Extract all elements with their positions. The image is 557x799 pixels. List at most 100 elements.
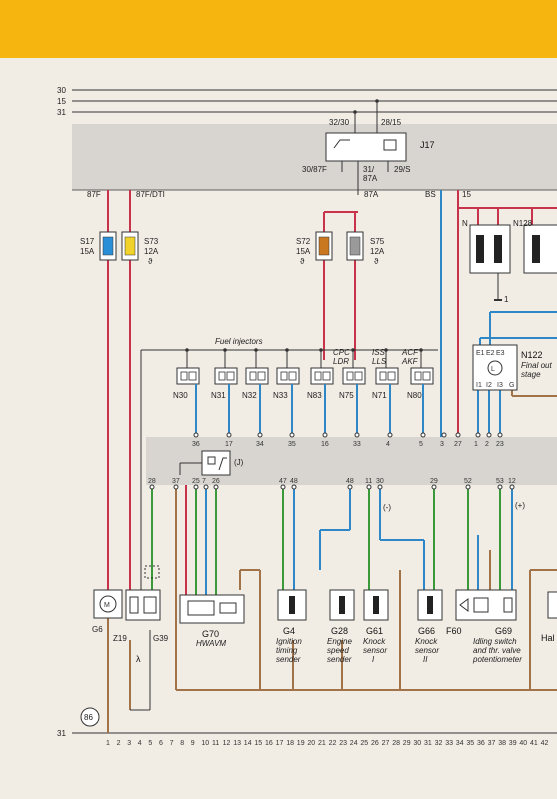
ecu-upper-pin-2: 34 — [256, 441, 264, 448]
ecu-upper-pin-8: 3 — [440, 441, 444, 448]
bottom-number-32: 32 — [435, 740, 443, 747]
component-g66-desc-1: Knock — [415, 637, 438, 646]
component-lambda: λ — [136, 654, 141, 664]
feed-87f: 87F — [87, 190, 101, 199]
components: M G6 Z19 G39 λ G70 HWAVM G4 Ignition tim… — [92, 565, 557, 664]
ecu-upper-pin-1: 17 — [225, 441, 233, 448]
bottom-number-3: 3 — [127, 740, 131, 747]
n122-final-output-stage: L E1 E2 E3 I1 I2 I3 G N122 Final out sta… — [472, 344, 552, 391]
feed-87a: 87A — [364, 190, 379, 199]
feed-labels: 87F 87F/DTI 87A BS 15 — [72, 189, 557, 199]
component-g28-desc-1: Engine — [327, 637, 352, 646]
fuse-s75-id: S75 — [370, 237, 385, 246]
component-g70-desc: HWAVM — [196, 639, 226, 648]
injectors-title: Fuel injectors — [215, 337, 263, 346]
component-g69-desc-3: potentiometer — [472, 655, 522, 664]
injector-label-n32: N32 — [242, 391, 257, 400]
fuse-s73-rating: 12A — [144, 247, 159, 256]
fuse-s17-id: S17 — [80, 237, 95, 246]
power-rails: 30 15 31 31 — [57, 86, 557, 738]
n122-pin-i2: I2 — [486, 382, 492, 389]
fuses: S17 15A S73 12A ϑ S72 15A ϑ S75 12A ϑ — [80, 231, 385, 266]
injector-label-n71: N71 — [372, 391, 387, 400]
ecu-lower-pin-9: 30 — [376, 478, 384, 485]
coil-n-label: N — [462, 219, 468, 228]
component-g28-desc-3: sender — [327, 655, 352, 664]
relay-j17: 32/30 28/15 30/87F 31/ 87A 29/S J17 — [302, 99, 435, 195]
relay-terminal-28-15: 28/15 — [381, 118, 402, 127]
component-g4-desc-3: sender — [276, 655, 301, 664]
relay-terminal-87a-inner: 87A — [363, 174, 378, 183]
valve-tag-lls: LLS — [372, 357, 387, 366]
fuse-s17-rating: 15A — [80, 247, 95, 256]
ecu-lower-pin-1: 37 — [172, 478, 180, 485]
bottom-number-27: 27 — [382, 740, 390, 747]
component-g28-desc-2: speed — [327, 646, 349, 655]
svg-text:M: M — [104, 602, 110, 609]
component-g6: G6 — [92, 625, 103, 634]
component-g4: G4 — [283, 626, 295, 636]
component-g69: G69 — [495, 626, 512, 636]
bottom-number-7: 7 — [170, 740, 174, 747]
ecu-upper-pin-12: 23 — [496, 441, 504, 448]
bottom-number-5: 5 — [148, 740, 152, 747]
bottom-number-41: 41 — [530, 740, 538, 747]
ecu-upper-pin-3: 35 — [288, 441, 296, 448]
bottom-number-42: 42 — [541, 740, 549, 747]
ecu-upper-pin-9: 27 — [454, 441, 462, 448]
relay-terminal-32-30: 32/30 — [329, 118, 350, 127]
n122-pin-i3: I3 — [497, 382, 503, 389]
n122-pin-i1: I1 — [476, 382, 482, 389]
ecu-upper-pin-6: 4 — [386, 441, 390, 448]
ecu-lower-pin-11: 52 — [464, 478, 472, 485]
bottom-number-22: 22 — [329, 740, 337, 747]
relay-terminal-31: 31/ — [363, 165, 375, 174]
coil-n128-label: N128 — [513, 219, 533, 228]
valve-tag-cpc: CPC — [333, 348, 350, 357]
fuse-s73-theta: ϑ — [148, 257, 153, 266]
relay-id: J17 — [420, 140, 435, 150]
ground-ref-86: 86 — [80, 707, 100, 727]
ecu-upper-pin-4: 16 — [321, 441, 329, 448]
fuse-s72-rating: 15A — [296, 247, 311, 256]
bottom-number-1: 1 — [106, 740, 110, 747]
injector-label-n75: N75 — [339, 391, 354, 400]
ecu-upper-pin-10: 1 — [474, 441, 478, 448]
n122-desc1: Final out — [521, 361, 552, 370]
feed-87f-dti: 87F/DTI — [136, 190, 165, 199]
bottom-number-23: 23 — [339, 740, 347, 747]
svg-text:L: L — [491, 366, 495, 373]
relay-panel — [72, 124, 557, 190]
bottom-number-17: 17 — [276, 740, 284, 747]
ecu-lower-pin-8: 11 — [365, 478, 372, 485]
component-g66-desc-3: II — [423, 655, 428, 664]
rail-30-label: 30 — [57, 86, 66, 95]
injector-n33 — [276, 367, 300, 385]
bottom-number-15: 15 — [254, 740, 262, 747]
feed-15: 15 — [462, 190, 471, 199]
bottom-number-11: 11 — [212, 740, 219, 747]
component-g61-desc-3: I — [372, 655, 375, 664]
component-g69-desc-2: and thr. valve — [473, 646, 521, 655]
bottom-number-4: 4 — [138, 740, 142, 747]
component-z19: Z19 — [113, 634, 127, 643]
fuse-s72-theta: ϑ — [300, 257, 305, 266]
component-g66-desc-2: sensor — [415, 646, 439, 655]
bottom-number-40: 40 — [519, 740, 527, 747]
bottom-number-14: 14 — [244, 740, 252, 747]
ecu-lower-pin-13: 12 — [508, 478, 516, 485]
wires — [107, 190, 557, 733]
bottom-number-29: 29 — [403, 740, 411, 747]
polarity-minus: (-) — [383, 503, 391, 512]
ecu-upper-pin-11: 2 — [485, 441, 489, 448]
ecu-upper-pin-5: 33 — [353, 441, 361, 448]
bottom-number-24: 24 — [350, 740, 358, 747]
bottom-number-36: 36 — [477, 740, 485, 747]
fuse-s72-id: S72 — [296, 237, 311, 246]
n122-pin-g: G — [509, 382, 514, 389]
polarity-plus: (+) — [515, 501, 525, 510]
bottom-number-8: 8 — [180, 740, 184, 747]
bottom-number-34: 34 — [456, 740, 464, 747]
